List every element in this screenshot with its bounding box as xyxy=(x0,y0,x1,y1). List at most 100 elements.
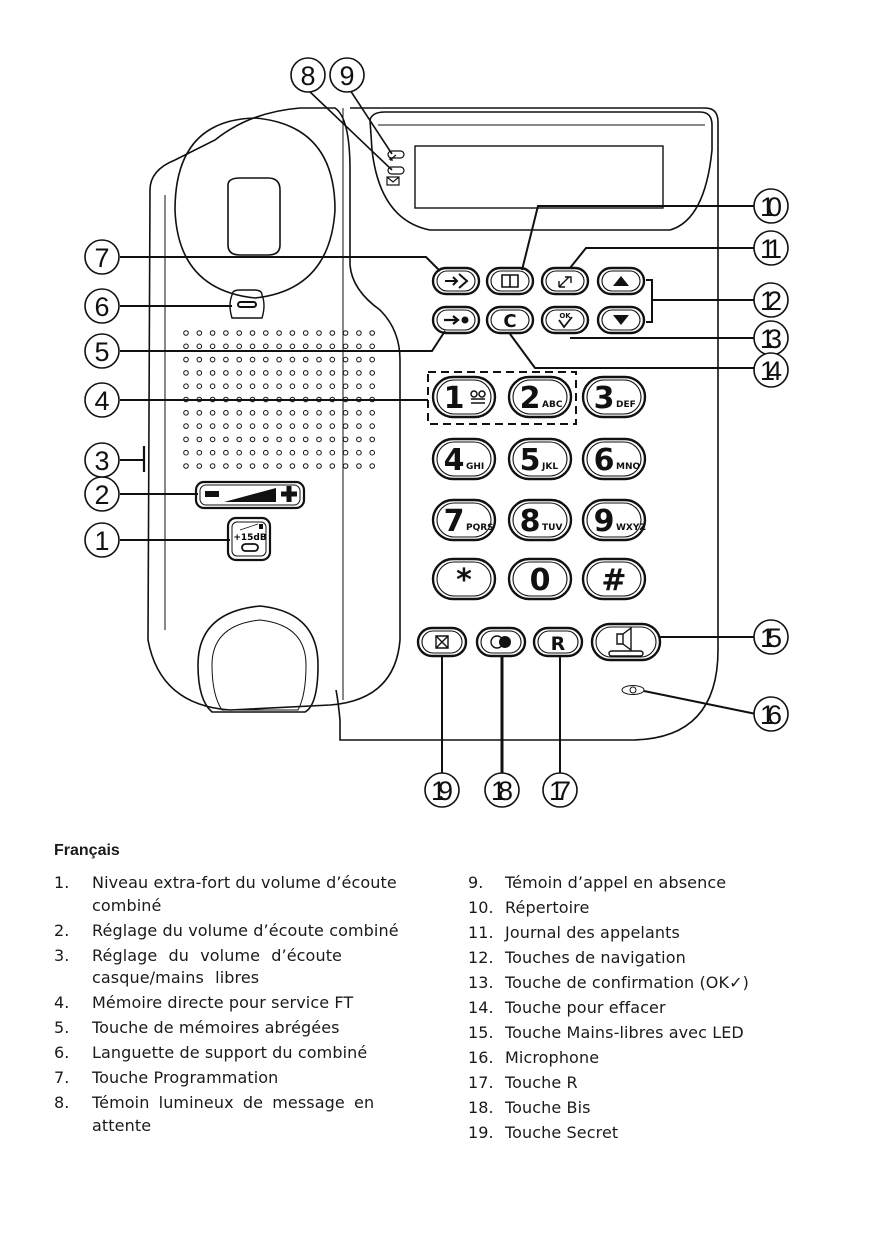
ok-button[interactable]: OK xyxy=(540,305,590,335)
grille-hole xyxy=(196,383,203,390)
key-letters: GHI xyxy=(466,462,484,472)
legend-item: 16.Microphone xyxy=(468,1048,600,1067)
keypad-key-1[interactable]: 1 xyxy=(431,375,497,419)
r-button[interactable]: R xyxy=(532,626,584,658)
grille-hole xyxy=(209,436,216,443)
legend-item: 8.Témoin lumineux de message en attente xyxy=(54,1093,375,1135)
grille-hole xyxy=(369,410,376,416)
grille-hole xyxy=(302,383,309,390)
legend-item: 12.Touches de navigation xyxy=(468,948,686,967)
grille-hole xyxy=(369,330,376,336)
grille-hole xyxy=(236,463,242,469)
grille-hole xyxy=(342,449,349,456)
grille-hole xyxy=(356,356,362,363)
grille-hole xyxy=(196,330,203,336)
grille-hole xyxy=(369,356,376,363)
phonebook-button[interactable] xyxy=(485,266,535,296)
callout-number: 8 xyxy=(300,61,315,91)
key-digit: 9 xyxy=(594,504,615,539)
volume-boost-button[interactable]: +15dB xyxy=(226,516,272,562)
nav-up-button[interactable] xyxy=(596,266,646,296)
grille-hole xyxy=(209,463,216,469)
grille-hole xyxy=(329,410,336,416)
grille-hole xyxy=(276,423,282,429)
grille-hole xyxy=(356,410,362,416)
grille-hole xyxy=(209,383,216,390)
grille-hole xyxy=(276,449,282,456)
grille-hole xyxy=(196,343,203,350)
callout-4: 4 xyxy=(84,382,120,418)
legend-item: 1.Niveau extra-fort du volume d’écoute c… xyxy=(54,873,397,915)
keypad-key-0[interactable]: 0 xyxy=(507,557,573,601)
grille-hole xyxy=(276,343,282,350)
grille-hole xyxy=(196,370,203,376)
grille-hole xyxy=(329,423,336,429)
grille-hole xyxy=(196,449,203,456)
callout-18: 18 xyxy=(484,772,520,808)
grille-hole xyxy=(316,423,322,429)
caller-log-button[interactable] xyxy=(540,266,590,296)
legend-item: 13.Touche de confirmation (OK✓) xyxy=(468,973,749,992)
phonebook-icon xyxy=(501,274,519,288)
grille-hole xyxy=(356,383,362,390)
keypad-key-hash[interactable]: # xyxy=(581,557,647,601)
grille-hole xyxy=(356,330,362,336)
grille-hole xyxy=(369,423,376,429)
nav-down-button[interactable] xyxy=(596,305,646,335)
legend-column-left: 1.Niveau extra-fort du volume d’écoute c… xyxy=(54,872,414,1140)
callout-2: 2 xyxy=(84,476,120,512)
grille-hole xyxy=(249,370,256,376)
grille-hole xyxy=(369,370,376,376)
grille-hole xyxy=(316,449,322,456)
speakerphone-button[interactable] xyxy=(590,622,662,662)
grille-hole xyxy=(316,370,322,376)
missed-call-led xyxy=(387,150,405,159)
grille-hole xyxy=(316,463,322,469)
legend-item: 3.Réglage du volume d’écoute casque/main… xyxy=(54,945,343,988)
callout-8: 8 xyxy=(290,57,326,93)
grille-hole xyxy=(329,449,336,456)
grille-hole xyxy=(302,343,309,350)
legend-title: Français xyxy=(54,842,120,859)
speed-dial-button[interactable] xyxy=(431,305,481,335)
grille-hole xyxy=(183,449,189,456)
redial-button[interactable] xyxy=(475,626,527,658)
callout-15: 15 xyxy=(753,619,789,655)
callout-number: 11 xyxy=(760,234,782,264)
callout-16: 16 xyxy=(753,696,789,732)
callout-number: 14 xyxy=(760,356,782,386)
grille-hole xyxy=(196,436,203,443)
handset-volume-control[interactable] xyxy=(194,480,306,510)
grille-hole xyxy=(329,436,336,443)
callout-12: 12 xyxy=(753,282,789,318)
clear-button[interactable]: C xyxy=(485,305,535,335)
keypad-key-star[interactable]: * xyxy=(431,557,497,601)
callout-number: 3 xyxy=(94,446,109,476)
grille-hole xyxy=(356,423,362,429)
grille-hole xyxy=(223,370,229,376)
grille-hole xyxy=(263,343,269,350)
grille-hole xyxy=(302,436,309,443)
grille-hole xyxy=(342,436,349,443)
clear-key-label: C xyxy=(503,311,516,332)
legend-item: 17.Touche R xyxy=(468,1073,578,1092)
grille-hole xyxy=(316,383,322,390)
grille-hole xyxy=(302,423,309,429)
missed-call-icon xyxy=(389,154,397,161)
key-letters: ABC xyxy=(542,400,563,410)
grille-hole xyxy=(342,410,349,416)
mute-button[interactable] xyxy=(416,626,468,658)
key-digit: 8 xyxy=(520,504,541,539)
microphone-icon xyxy=(621,685,645,695)
program-button[interactable] xyxy=(431,266,481,296)
grille-hole xyxy=(316,330,322,336)
